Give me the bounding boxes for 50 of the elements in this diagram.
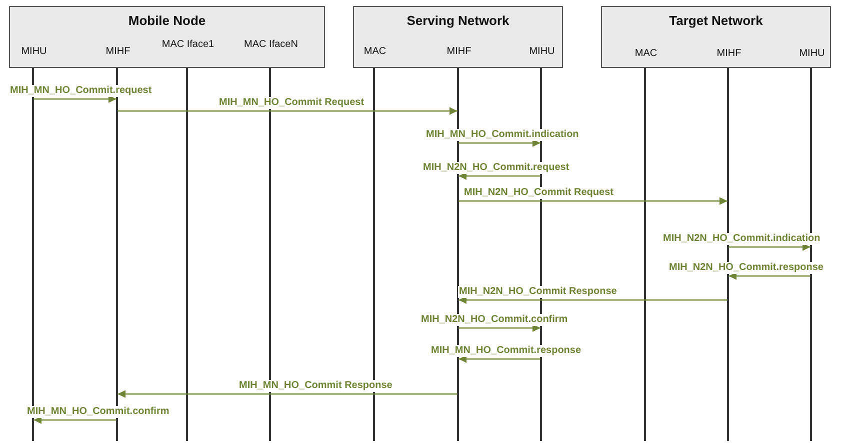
- message-arrow: [458, 355, 540, 363]
- participant-label: MAC: [345, 46, 405, 58]
- lifeline: [810, 68, 812, 441]
- participant-label: MIHF: [699, 48, 759, 60]
- message-label: MIH_N2N_HO_Commit.indication: [662, 233, 822, 245]
- participant-label: MIHU: [512, 46, 572, 58]
- participant-label: MAC Iface1: [158, 39, 218, 51]
- message-arrow: [34, 416, 116, 424]
- lifeline: [373, 68, 375, 441]
- message-arrow: [458, 197, 728, 205]
- message-label: MIH_N2N_HO_Commit Response: [458, 286, 618, 298]
- message-label: MIH_N2N_HO_Commit.response: [668, 262, 824, 274]
- message-label: MIH_N2N_HO_Commit.confirm: [420, 314, 569, 326]
- message-label: MIH_MN_HO_Commit.response: [430, 345, 582, 357]
- lifeline: [186, 68, 188, 441]
- message-arrow: [118, 107, 458, 115]
- participant-label: MIHF: [429, 46, 489, 58]
- participant-label: MAC: [616, 48, 676, 60]
- participant-label: MAC IfaceN: [241, 39, 301, 51]
- group-header-box: [9, 6, 325, 68]
- message-arrow: [458, 172, 540, 180]
- message-arrow: [458, 139, 540, 147]
- message-label: MIH_N2N_HO_Commit.request: [422, 162, 570, 174]
- lifeline: [727, 68, 729, 441]
- participant-label: MIHU: [4, 46, 64, 58]
- message-label: MIH_MN_HO_Commit.request: [9, 85, 153, 97]
- message-arrow: [458, 296, 728, 304]
- group-title: Serving Network: [406, 13, 510, 28]
- message-label: MIH_MN_HO_Commit Request: [218, 97, 366, 109]
- message-label: MIH_MN_HO_Commit.confirm: [26, 406, 170, 418]
- message-arrow: [728, 272, 810, 280]
- lifeline: [269, 68, 271, 441]
- participant-label: MIHU: [782, 48, 842, 60]
- group-title: Mobile Node: [127, 13, 207, 28]
- message-label: MIH_MN_HO_Commit Response: [238, 380, 394, 392]
- group-title: Target Network: [668, 13, 764, 28]
- message-arrow: [34, 95, 116, 103]
- lifeline: [644, 68, 646, 441]
- message-label: MIH_N2N_HO_Commit Request: [463, 187, 614, 199]
- group-header-box: [601, 6, 831, 68]
- message-label: MIH_MN_HO_Commit.indication: [425, 129, 580, 141]
- lifeline: [32, 68, 34, 441]
- lifeline: [457, 68, 459, 441]
- group-header-box: [353, 6, 563, 68]
- lifeline: [540, 68, 542, 441]
- message-arrow: [118, 390, 458, 398]
- participant-label: MIHF: [88, 46, 148, 58]
- lifeline: [116, 68, 118, 441]
- message-arrow: [728, 243, 810, 251]
- message-arrow: [458, 324, 540, 332]
